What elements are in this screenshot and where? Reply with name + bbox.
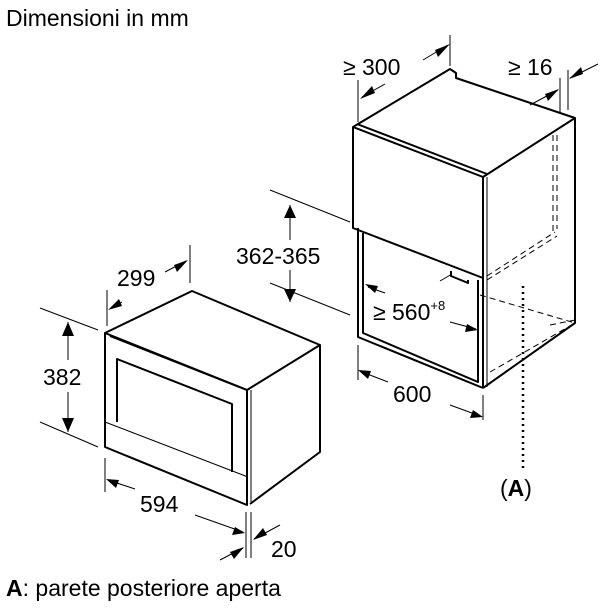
label-panel-thickness: ≥ 16 [508, 54, 553, 80]
label-niche-height: 362-365 [236, 243, 320, 269]
cabinet [352, 68, 576, 389]
label-cabinet-depth: ≥ 300 [343, 54, 400, 80]
microwave-oven [104, 290, 321, 506]
label-cabinet-width: 600 [393, 381, 431, 407]
oven-dimension-lines [39, 245, 281, 561]
label-oven-height: 382 [43, 364, 81, 390]
callout-a: (A) [500, 475, 532, 501]
label-oven-depth: 299 [117, 265, 155, 291]
label-front-thickness: 20 [271, 536, 297, 562]
legend: A: parete posteriore aperta [6, 575, 281, 601]
label-oven-width: 594 [140, 491, 179, 517]
label-niche-width: ≥ 560+8 [373, 298, 445, 325]
diagram-title: Dimensioni in mm [6, 5, 189, 31]
dimension-lines [269, 35, 599, 470]
